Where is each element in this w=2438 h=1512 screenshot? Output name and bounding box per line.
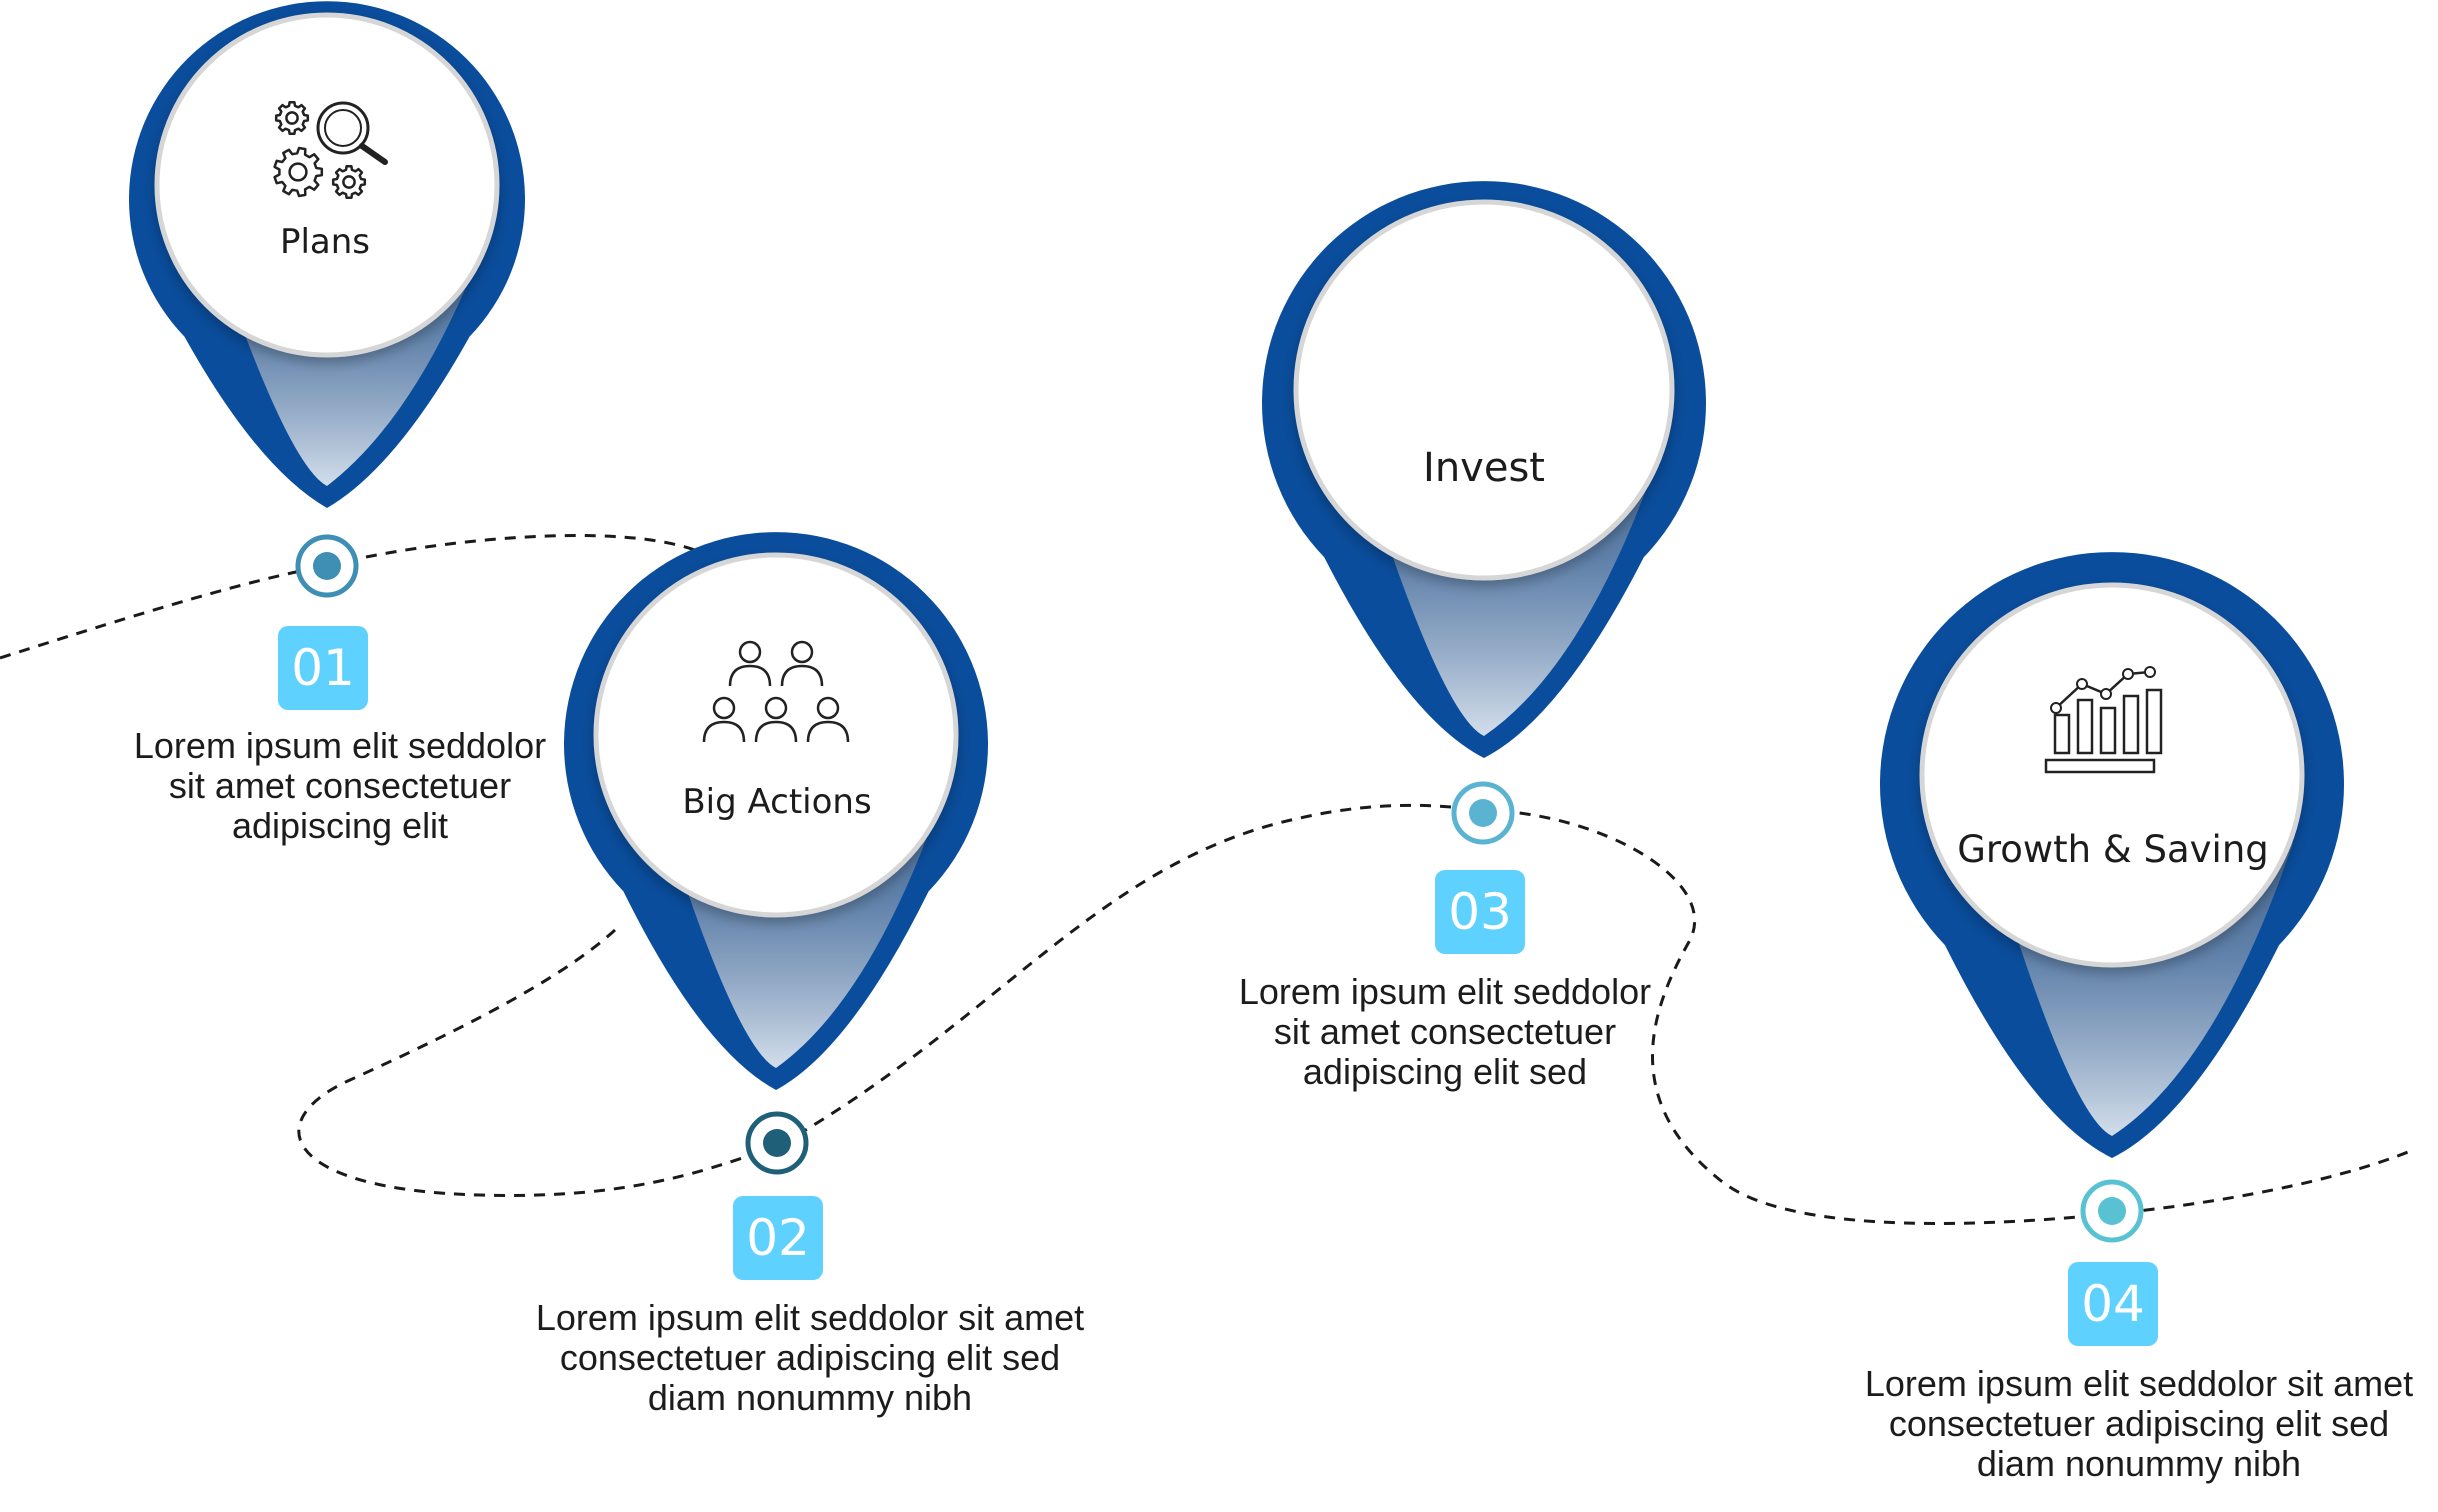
step-4-marker-dot	[2098, 1197, 2126, 1225]
step-3-description: Lorem ipsum elit seddolor sit amet conse…	[1238, 971, 1652, 1092]
step-4-title: Growth & Saving	[1957, 828, 2269, 871]
step-1-number-badge: 01	[278, 626, 368, 710]
step-1-description: Lorem ipsum elit seddolor sit amet conse…	[133, 725, 547, 846]
pin-1-circle	[154, 12, 500, 358]
step-2-title: Big Actions	[682, 782, 872, 822]
pin-2-circle	[593, 552, 959, 918]
team-people-icon	[702, 640, 850, 743]
gears-magnifier-icon	[273, 100, 388, 200]
step-1-title: Plans	[279, 222, 371, 262]
step-2-marker-dot	[763, 1129, 791, 1157]
growth-chart-icon	[2044, 666, 2163, 774]
pin-4	[1879, 552, 2344, 1243]
step-2-description: Lorem ipsum elit seddolor sit amet conse…	[535, 1297, 1085, 1418]
step-4-number-badge: 04	[2068, 1262, 2158, 1346]
step-3-title: Invest	[1423, 445, 1545, 491]
step-3-number-badge: 03	[1435, 870, 1525, 954]
pin-4-circle	[1919, 582, 2305, 968]
pin-3	[1262, 181, 1706, 845]
step-3-marker-dot	[1469, 799, 1497, 827]
pin-1	[128, 1, 525, 598]
step-4-description: Lorem ipsum elit seddolor sit amet conse…	[1864, 1363, 2414, 1484]
step-1-marker-dot	[313, 552, 341, 580]
pin-3-circle	[1293, 199, 1675, 581]
step-2-number-badge: 02	[733, 1196, 823, 1280]
dashed-route-line	[0, 534, 2409, 1225]
pin-2	[564, 532, 988, 1175]
